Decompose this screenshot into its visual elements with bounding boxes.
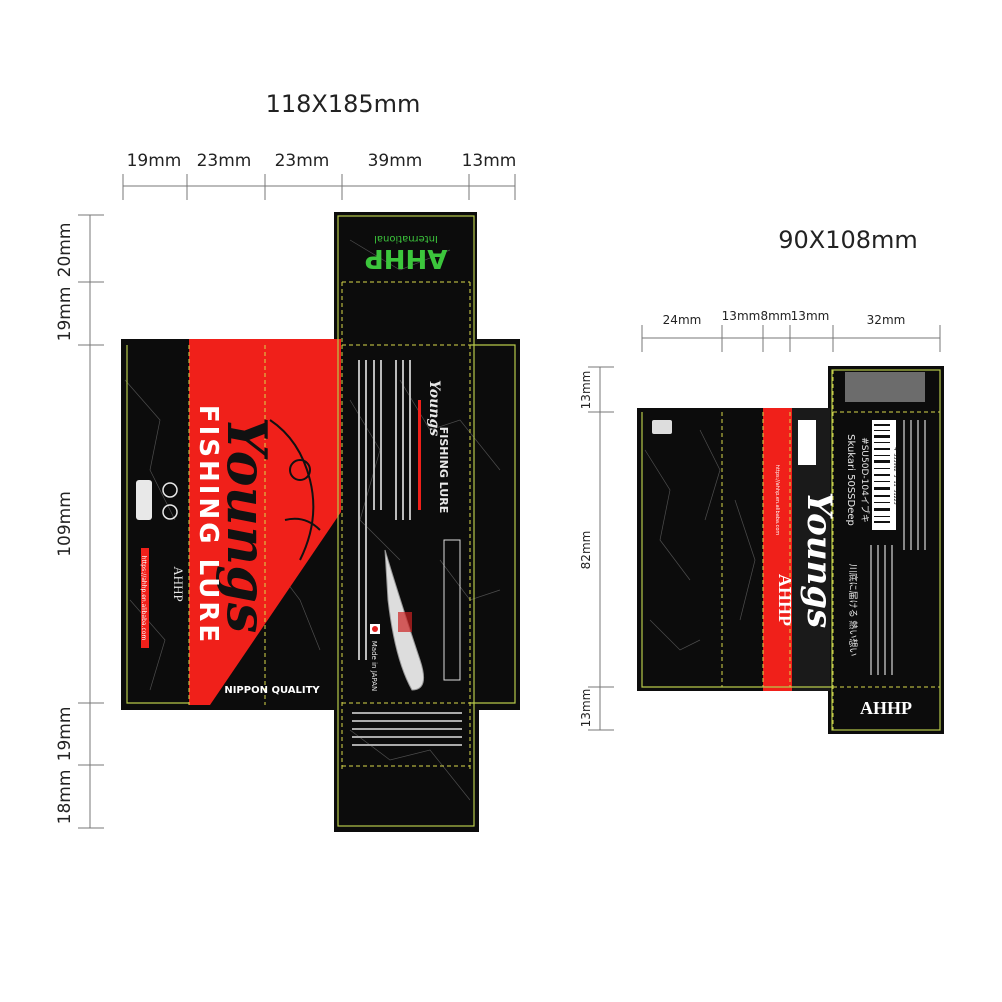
dim-label: 18mm — [55, 770, 75, 825]
dim-label: 13mm — [579, 689, 593, 728]
dim-label: 19mm — [55, 287, 75, 342]
small-red-band — [763, 408, 792, 691]
product-line-text: FISHING LURE — [193, 405, 223, 645]
back-product-line: FISHING LURE — [437, 427, 450, 513]
dim-label: 23mm — [275, 151, 330, 171]
maker-text: AHHP — [171, 566, 186, 601]
fish-head-illustration — [269, 419, 321, 561]
box-small-title: 90X108mm — [778, 226, 918, 254]
mobile-badge — [798, 420, 816, 465]
spec-table — [845, 372, 925, 402]
box-large-width-dimension: 19mm 23mm 23mm 39mm 13mm — [122, 151, 517, 200]
dim-label: 109mm — [55, 491, 75, 557]
dim-label: 82mm — [579, 531, 593, 570]
back-panel: Youngs FISHING LURE — [352, 360, 462, 746]
product-name: Skukari 50SSDeep — [845, 434, 856, 526]
material-icon — [162, 504, 178, 520]
small-maker-flap: AHHP — [860, 698, 912, 718]
dim-label: 39mm — [368, 151, 423, 171]
dim-label: 32mm — [867, 313, 906, 327]
small-website: https://ahhp.en.alibaba.com — [774, 465, 780, 536]
dim-label: 13mm — [791, 309, 830, 323]
small-maker-band: AHHP — [775, 574, 795, 626]
dim-label: 20mm — [55, 223, 75, 278]
recycle-icon — [162, 482, 178, 498]
dim-label: 19mm — [55, 707, 75, 762]
fish-logo-icon — [136, 480, 152, 520]
website-text: https://ahhp.en.alibaba.com — [140, 556, 147, 641]
box-large-height-dimension: 20mm 19mm 109mm 19mm 18mm — [55, 214, 104, 829]
box-small-dieline: AHHP https://ahhp.en.alibaba.com Youngs … — [637, 366, 944, 734]
small-front-details: Skukari 50SSDeep #SU50D-104イブキ — [845, 372, 926, 718]
top-flap-brand-text: AHHP — [365, 243, 448, 273]
spec-box — [443, 539, 461, 681]
left-panel-badges: AHHP https://ahhp.en.alibaba.com — [136, 480, 186, 648]
nippon-quality-text: NIPPON QUALITY — [224, 685, 320, 696]
top-flap-brand: AHHP International — [365, 233, 448, 273]
dim-label: 23mm — [197, 151, 252, 171]
small-brand-script: Youngs — [799, 492, 839, 628]
box-large-diagram: 118X185mm 19mm 23mm 23mm 39mm 13mm 20mm — [55, 90, 520, 832]
back-copy-block — [358, 360, 411, 660]
box-small-width-dimension: 24mm 13mm 8mm 13mm 32mm — [641, 309, 941, 352]
box-large-dieline: AHHP International Youngs FISHING LURE — [121, 212, 520, 832]
website-strip — [141, 548, 149, 648]
dim-label: 24mm — [663, 313, 702, 327]
dim-label: 13mm — [722, 309, 761, 323]
bottom-flap — [334, 705, 479, 832]
back-brand-script: Youngs — [426, 380, 442, 436]
top-flap — [334, 212, 477, 345]
dim-label: 8mm — [760, 309, 791, 323]
barcode-number: 4 553962 5 11 51225 — [892, 447, 898, 504]
marble-texture — [644, 429, 756, 651]
back-red-line — [418, 400, 421, 510]
made-in-text: Made in JAPAN — [370, 641, 378, 691]
fish-logo-icon — [652, 420, 672, 434]
top-flap-sub-text: International — [374, 233, 438, 244]
brand-script-text: Youngs — [215, 417, 279, 634]
lure-illustration — [384, 549, 425, 691]
dim-label: 19mm — [127, 151, 182, 171]
brand-script: Youngs — [215, 417, 279, 634]
box-small-height-dimension: 13mm 82mm 13mm — [579, 366, 614, 731]
bottom-flap-print — [352, 712, 462, 746]
box-small-diagram: 90X108mm 24mm 13mm 8mm 13mm 32mm 13mm 82… — [579, 226, 944, 734]
product-code: #SU50D-104イブキ — [859, 437, 871, 523]
jp-tagline: 川底に届ける 熱い想い — [847, 564, 859, 657]
dim-label: 13mm — [579, 371, 593, 410]
box-large-title: 118X185mm — [266, 90, 421, 118]
dim-label: 13mm — [462, 151, 517, 171]
product-line: FISHING LURE — [193, 405, 223, 645]
